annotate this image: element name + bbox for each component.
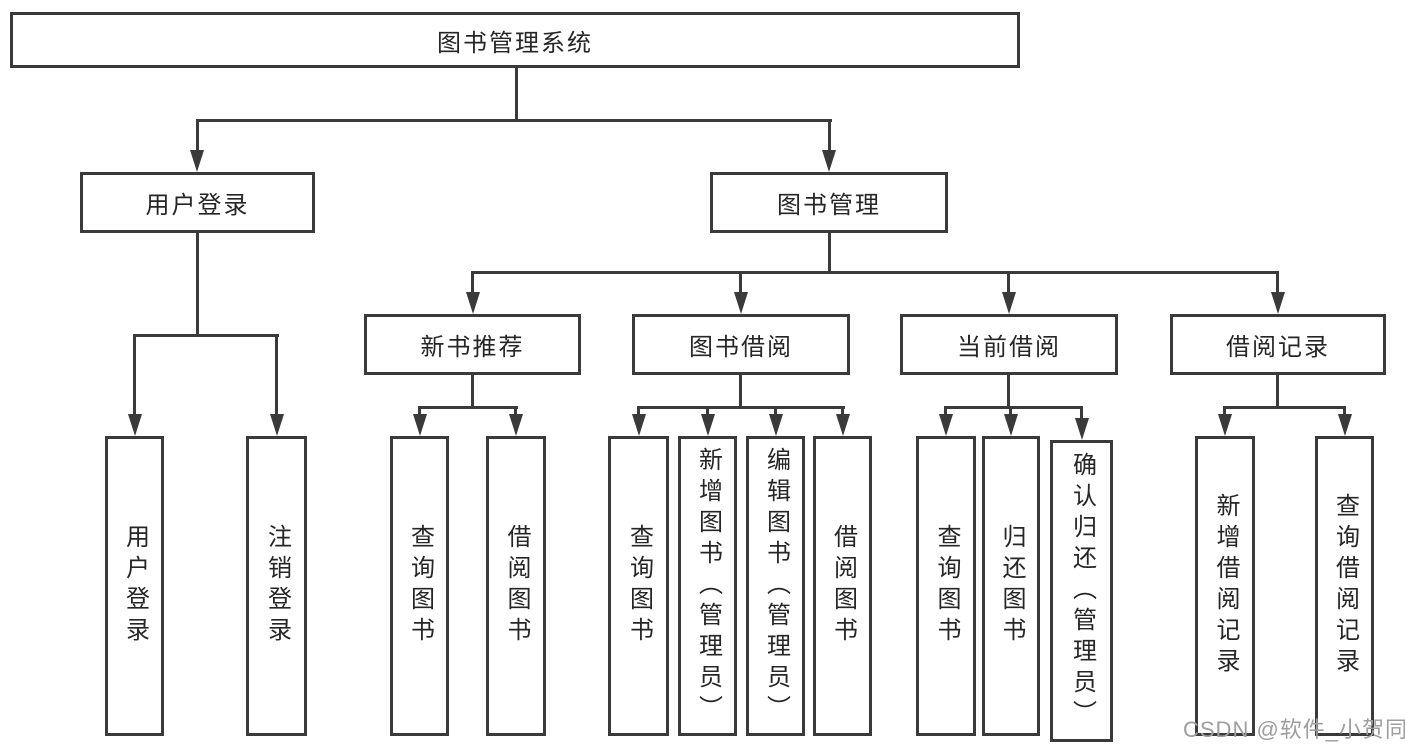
arrowhead-down xyxy=(1271,292,1285,314)
arrowhead-down xyxy=(769,414,783,436)
connector-line xyxy=(637,406,640,416)
connector-line xyxy=(471,375,474,409)
connector-line xyxy=(275,334,278,416)
arrowhead-down xyxy=(632,414,646,436)
node-label: 借阅图书 xyxy=(829,524,857,648)
arrowhead-down xyxy=(190,150,204,172)
connector-line xyxy=(828,119,831,152)
watermark-text: CSDN @软件_小贺同 xyxy=(1183,717,1405,742)
node-label: 图书管理系统 xyxy=(437,29,593,57)
node-book-management: 图书管理 xyxy=(710,172,948,233)
node-label: 查询借阅记录 xyxy=(1331,493,1359,679)
node-current-borrow: 当前借阅 xyxy=(900,314,1118,375)
arrowhead-down xyxy=(1338,414,1352,436)
connector-line xyxy=(944,406,947,416)
arrowhead-down xyxy=(466,292,480,314)
arrowhead-down xyxy=(413,414,427,436)
connector-line xyxy=(1276,271,1279,294)
connector-line xyxy=(418,406,518,409)
node-label: 编辑图书（管理员） xyxy=(762,446,790,726)
node-label: 归还图书 xyxy=(998,524,1025,648)
connector-line xyxy=(706,406,709,416)
node-leaf-borrow-books: 借阅图书 xyxy=(813,436,872,736)
connector-line xyxy=(196,119,199,152)
connector-line xyxy=(515,68,518,121)
node-leaf-query-books-borrow: 查询图书 xyxy=(608,436,669,736)
node-label: 新增图书（管理员） xyxy=(694,446,722,726)
node-leaf-query-books-recommend: 查询图书 xyxy=(390,436,449,736)
connector-line xyxy=(471,271,474,294)
node-borrow-records: 借阅记录 xyxy=(1170,314,1386,375)
node-new-book-recommend: 新书推荐 xyxy=(364,314,581,375)
arrowhead-down xyxy=(734,292,748,314)
node-label: 图书管理 xyxy=(777,192,881,219)
arrowhead-down xyxy=(1002,292,1016,314)
connector-line xyxy=(1343,406,1346,416)
connector-line xyxy=(739,375,742,409)
arrowhead-down xyxy=(1218,414,1232,436)
arrowhead-down xyxy=(1075,418,1089,440)
connector-line xyxy=(1007,271,1010,294)
connector-line xyxy=(944,406,1083,409)
connector-line xyxy=(196,119,832,122)
arrowhead-down xyxy=(1004,414,1018,436)
node-label: 当前借阅 xyxy=(957,334,1061,361)
node-leaf-edit-books-admin: 编辑图书（管理员） xyxy=(746,436,805,736)
node-leaf-logout: 注销登录 xyxy=(246,436,307,736)
connector-line xyxy=(637,406,845,409)
node-label: 图书借阅 xyxy=(689,334,793,361)
node-label: 用户登录 xyxy=(121,524,149,648)
connector-line xyxy=(841,406,844,416)
node-label: 确认归还（管理员） xyxy=(1068,451,1096,731)
arrowhead-down xyxy=(128,414,142,436)
connector-line xyxy=(1276,375,1279,409)
arrowhead-down xyxy=(270,414,284,436)
node-leaf-query-books-current: 查询图书 xyxy=(916,436,976,736)
connector-line xyxy=(828,233,831,274)
connector-line xyxy=(1080,406,1083,420)
arrowhead-down xyxy=(822,150,836,172)
node-leaf-add-books-admin: 新增图书（管理员） xyxy=(678,436,737,736)
connector-line xyxy=(514,406,517,416)
connector-line xyxy=(774,406,777,416)
node-leaf-return-books: 归还图书 xyxy=(982,436,1040,736)
connector-line xyxy=(133,334,279,337)
arrowhead-down xyxy=(509,414,523,436)
connector-line xyxy=(133,334,136,416)
node-label: 新书推荐 xyxy=(420,334,525,361)
node-label: 查询图书 xyxy=(406,524,434,648)
node-label: 用户登录 xyxy=(145,192,250,219)
connector-line xyxy=(196,233,199,337)
node-user-login: 用户登录 xyxy=(80,172,315,233)
arrowhead-down xyxy=(836,414,850,436)
node-label: 查询图书 xyxy=(625,524,653,648)
node-book-borrow: 图书借阅 xyxy=(632,314,850,375)
node-leaf-query-borrow-record: 查询借阅记录 xyxy=(1315,436,1374,736)
connector-line xyxy=(1223,406,1346,409)
connector-line xyxy=(471,271,1279,274)
watermark: CSDN @软件_小贺同学 xyxy=(1183,712,1405,744)
node-label: 注销登录 xyxy=(263,524,291,648)
arrowhead-down xyxy=(701,414,715,436)
node-label: 新增借阅记录 xyxy=(1212,493,1239,679)
connector-line xyxy=(418,406,421,416)
connector-line xyxy=(1007,375,1010,409)
node-leaf-add-borrow-record: 新增借阅记录 xyxy=(1195,436,1255,736)
node-label: 查询图书 xyxy=(933,524,960,648)
node-label: 借阅记录 xyxy=(1226,334,1330,361)
node-root-system: 图书管理系统 xyxy=(10,12,1020,68)
connector-line xyxy=(739,271,742,294)
arrowhead-down xyxy=(939,414,953,436)
node-leaf-user-login: 用户登录 xyxy=(105,436,164,736)
connector-line xyxy=(1223,406,1226,416)
node-leaf-confirm-return-admin: 确认归还（管理员） xyxy=(1050,440,1113,742)
node-label: 借阅图书 xyxy=(503,524,530,648)
connector-line xyxy=(1009,406,1012,416)
node-leaf-borrow-books-recommend: 借阅图书 xyxy=(486,436,546,736)
